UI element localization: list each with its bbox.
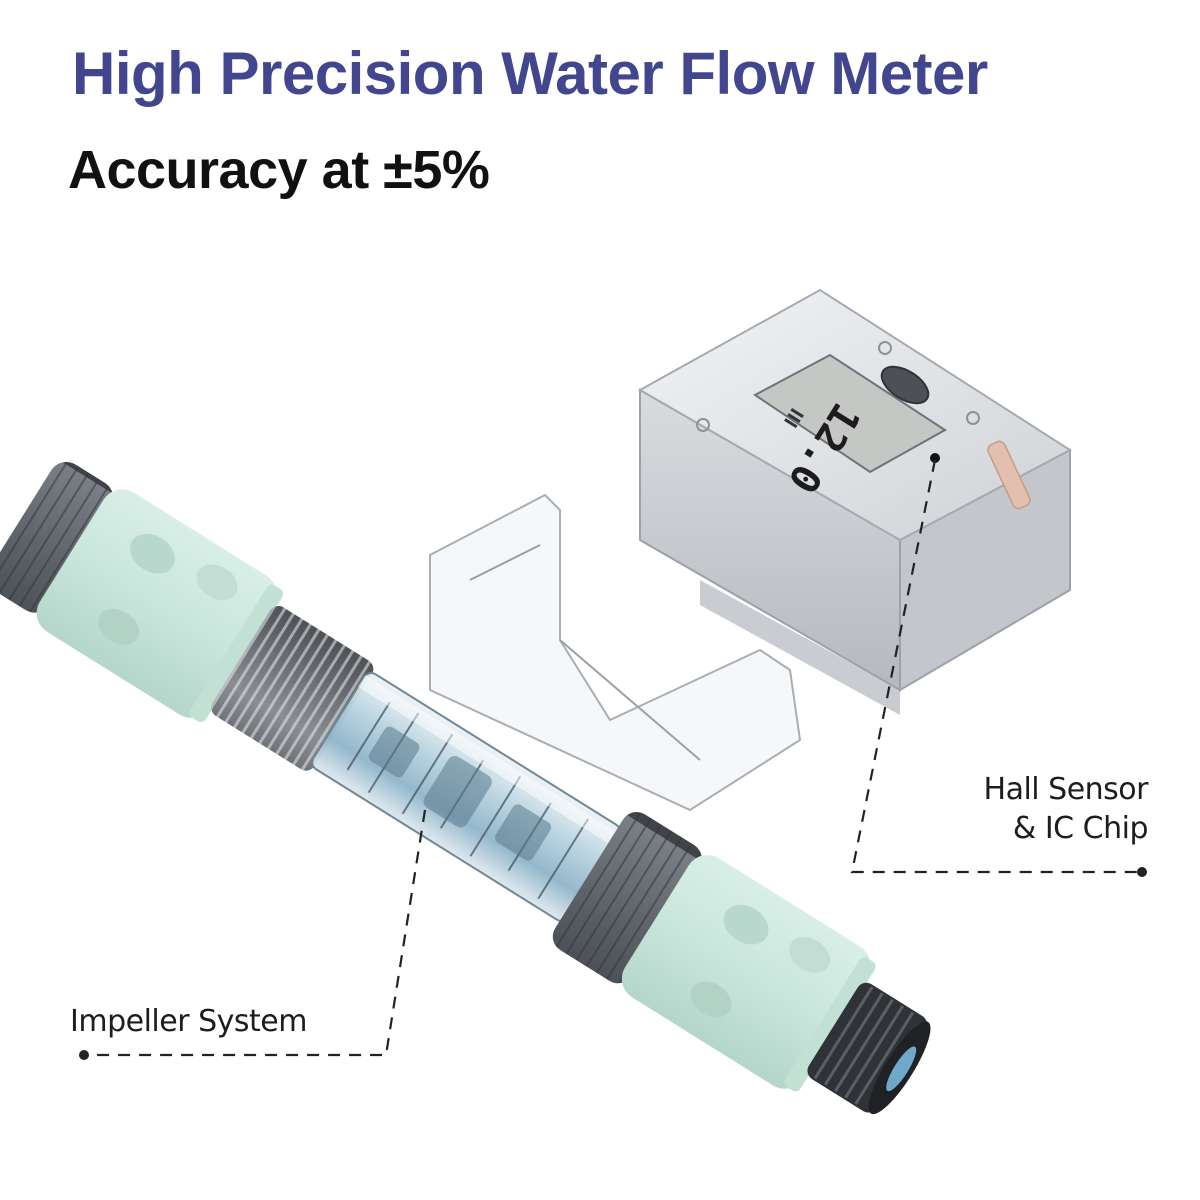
- impeller-callout: Impeller System: [70, 1002, 307, 1041]
- screw-hole-icon: [696, 418, 710, 432]
- headline-title: High Precision Water Flow Meter: [72, 40, 988, 107]
- screw-hole-icon: [878, 341, 892, 355]
- flow-meter-pipe: [0, 461, 931, 1115]
- left-coupler: [36, 489, 284, 723]
- lcd-unit-icon: [784, 408, 804, 429]
- impeller-leader: [86, 809, 427, 1057]
- copper-coil: [987, 440, 1031, 510]
- impeller-label: Impeller System: [70, 1004, 307, 1039]
- left-end-cap: [0, 461, 114, 613]
- mode-button[interactable]: [876, 359, 935, 410]
- outlet-thread: [807, 982, 931, 1115]
- hall-sensor-leader: [850, 459, 1140, 874]
- right-coupler: [621, 854, 876, 1092]
- callout-anchor-dot: [930, 453, 940, 463]
- accuracy-subtitle: Accuracy at ±5%: [68, 140, 490, 200]
- sensor-display-unit: 12.0: [637, 288, 1072, 715]
- hall-sensor-label-line1: Hall Sensor: [983, 772, 1149, 807]
- clear-mounting-bracket: [429, 493, 802, 812]
- impeller-leader-dot: [79, 1050, 89, 1060]
- right-ribbed-nut: [552, 812, 702, 984]
- hall-sensor-leader-dot: [1137, 867, 1147, 877]
- screw-hole-icon: [966, 411, 980, 425]
- hall-sensor-callout: Hall Sensor & IC Chip: [983, 770, 1149, 848]
- hall-sensor-label-line2: & IC Chip: [1012, 811, 1149, 846]
